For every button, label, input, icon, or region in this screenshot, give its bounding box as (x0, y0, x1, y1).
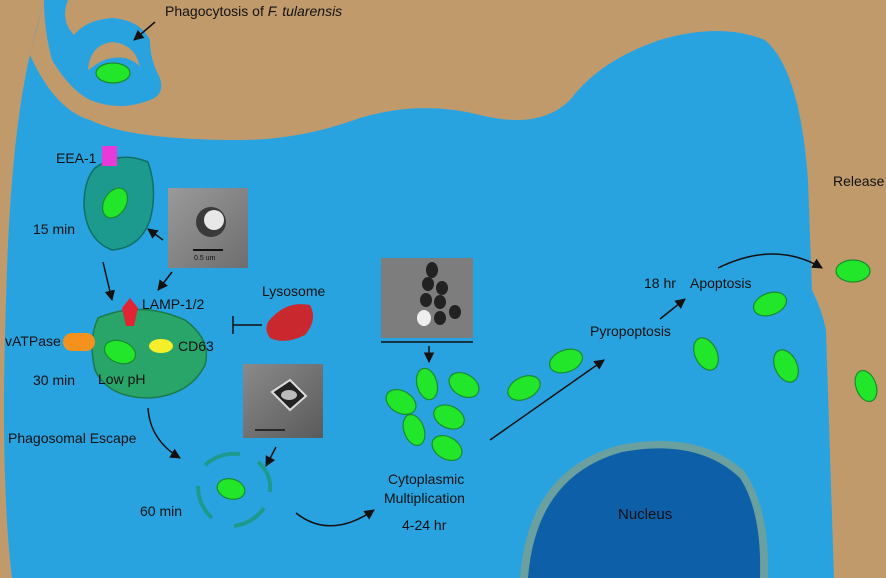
svg-text:0.5 um: 0.5 um (194, 255, 216, 262)
arrow-micrograph2-to-escape (265, 446, 277, 467)
bacterium-late-phagosome (103, 339, 137, 365)
label-4-24hr: 4-24 hr (402, 517, 447, 533)
arrow-apoptosis-to-release (717, 253, 823, 269)
bacterium-early-phagosome (101, 187, 129, 219)
label-lowph: Low pH (98, 371, 145, 387)
label-30min: 30 min (33, 372, 75, 388)
label-cd63: CD63 (178, 338, 214, 354)
phagocytic-cup-opening (88, 42, 140, 70)
cd63-marker (149, 339, 173, 353)
label-15min: 15 min (33, 221, 75, 237)
late-cytoplasmic-bacteria (693, 291, 799, 383)
micrograph-multiplication (381, 258, 473, 338)
label-lamp: LAMP-1/2 (142, 296, 204, 312)
arrow-micrograph1-to-phagosome (147, 228, 164, 241)
label-vatpase: vATPase (5, 333, 61, 349)
label-18hr: 18 hr (644, 275, 676, 291)
eea1-marker (102, 146, 117, 166)
arrow-pyroptosis-to-apoptosis (659, 298, 686, 320)
arrow-late-to-escape (147, 407, 181, 459)
bacterium-escaping (216, 478, 246, 500)
nucleus (520, 441, 769, 578)
released-bacteria (835, 259, 878, 403)
bacterium-phagocytosed (95, 62, 131, 84)
arrow-early-to-late (102, 261, 115, 302)
label-phagosomal-escape: Phagosomal Escape (8, 430, 137, 446)
arrow-phagocytosis (133, 21, 156, 41)
micrograph-early: 0.5 um (168, 188, 248, 268)
label-eea1: EEA-1 (56, 150, 97, 166)
label-60min: 60 min (140, 503, 182, 519)
micrograph-escape (243, 364, 323, 438)
arrow-micrograph1-to-late (157, 271, 173, 291)
vatpase-marker (63, 333, 95, 351)
disrupted-phagosome (196, 451, 273, 528)
replicating-bacteria-cluster (385, 367, 480, 462)
label-nucleus: Nucleus (618, 506, 672, 523)
label-multiplication: Multiplication (384, 490, 465, 506)
cytoplasmic-bacteria (507, 348, 584, 401)
label-phagocytosis: Phagocytosis of F. tularensis (165, 3, 342, 19)
arrow-escape-to-cytoplasm (295, 509, 375, 527)
lysosome (266, 304, 314, 341)
label-release: Release (833, 173, 885, 189)
label-apoptosis: Apoptosis (690, 275, 751, 291)
label-pyropoptosis: Pyropoptosis (590, 323, 671, 339)
late-phagosome (91, 308, 208, 399)
label-lysosome: Lysosome (262, 283, 326, 299)
arrow-multiplication-to-pyroptosis (489, 359, 605, 441)
label-cytoplasmic: Cytoplasmic (388, 471, 464, 487)
lamp-marker (122, 298, 138, 326)
